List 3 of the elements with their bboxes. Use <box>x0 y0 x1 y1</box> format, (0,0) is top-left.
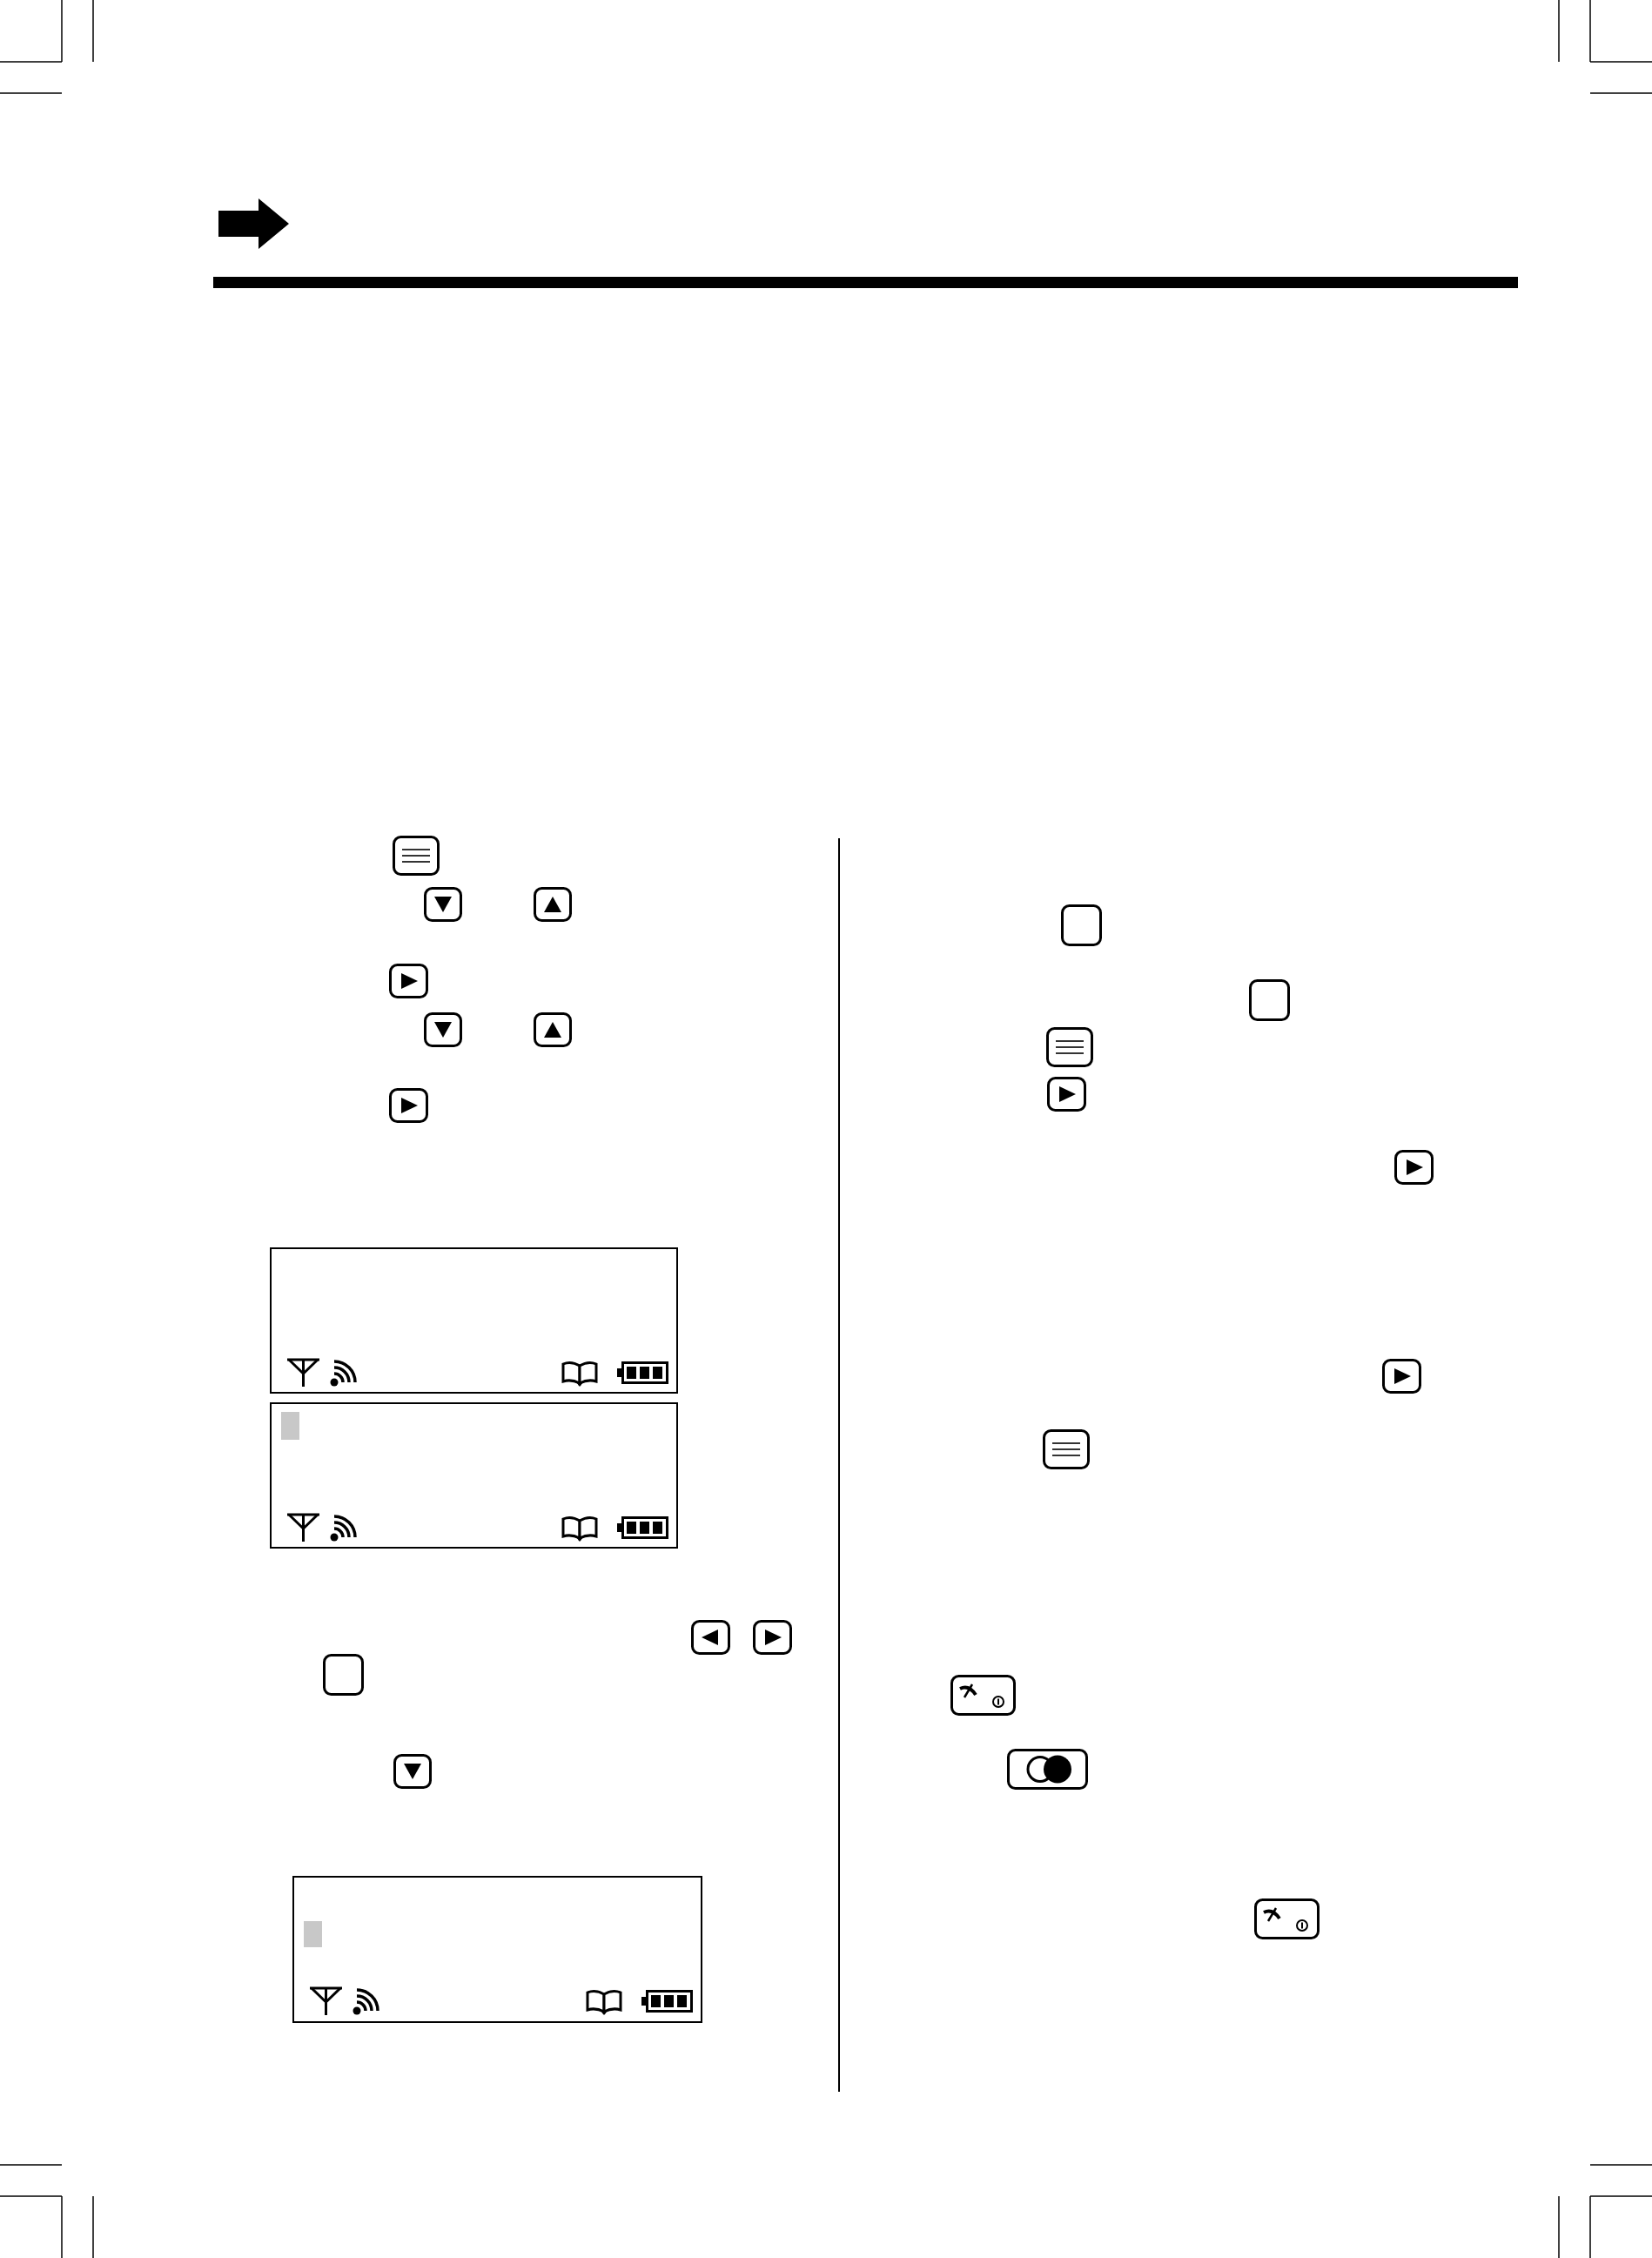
lcd-screen <box>292 1876 702 2023</box>
lcd-screen <box>270 1247 678 1394</box>
lcd-screen <box>270 1402 678 1549</box>
